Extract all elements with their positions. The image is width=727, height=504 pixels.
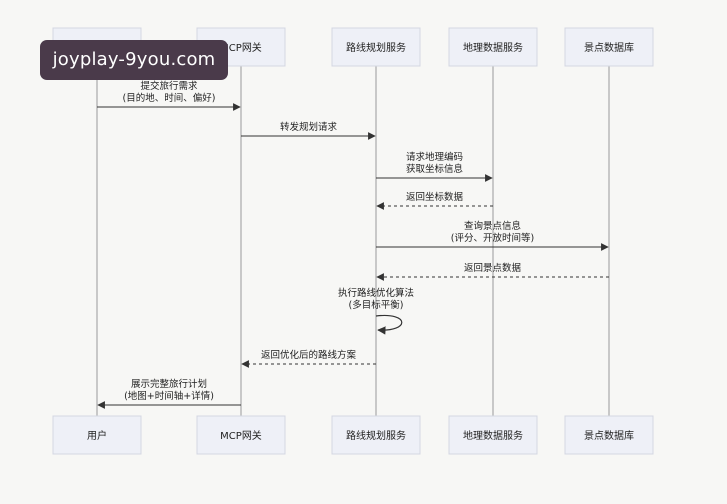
participant-box-top-poi <box>564 27 654 67</box>
participant-box-bottom-gateway <box>196 415 286 455</box>
participant-label-top-geo: 地理数据服务 <box>463 41 523 54</box>
message-label: 查询景点信息 <box>464 220 521 232</box>
message-label: (多目标平衡) <box>349 299 404 311</box>
message-label: 展示完整旅行计划 <box>131 378 207 390</box>
participant-box-top-planner <box>331 27 421 67</box>
participant-label-bottom-planner: 路线规划服务 <box>346 429 406 442</box>
participant-box-bottom-poi <box>564 415 654 455</box>
participant-label-top-poi: 景点数据库 <box>584 41 634 54</box>
participant-label-top-planner: 路线规划服务 <box>346 41 406 54</box>
message-label: 返回坐标数据 <box>406 191 464 203</box>
message-label: 执行路线优化算法 <box>338 287 414 299</box>
message-label: 返回优化后的路线方案 <box>261 349 357 361</box>
participant-box-bottom-user <box>52 415 142 455</box>
participant-label-bottom-poi: 景点数据库 <box>584 429 634 442</box>
message-label: 转发规划请求 <box>280 121 338 133</box>
message-label: (地图+时间轴+详情) <box>124 390 214 402</box>
participant-label-bottom-gateway: MCP网关 <box>220 429 262 442</box>
watermark: joyplay-9you.com <box>40 40 228 80</box>
participant-label-bottom-geo: 地理数据服务 <box>463 429 523 442</box>
participant-box-top-geo <box>448 27 538 67</box>
participant-label-top-gateway: MCP网关 <box>220 41 262 54</box>
participant-box-bottom-planner <box>331 415 421 455</box>
participant-label-bottom-user: 用户 <box>87 429 107 442</box>
message-label: (评分、开放时间等) <box>451 232 534 244</box>
message-label: 请求地理编码 <box>406 151 463 163</box>
participant-box-bottom-geo <box>448 415 538 455</box>
message-label: 提交旅行需求 <box>140 80 198 92</box>
message-label: 返回景点数据 <box>464 262 522 274</box>
message-label: (目的地、时间、偏好) <box>123 92 216 104</box>
message-arrow-self <box>375 314 403 335</box>
message-label: 获取坐标信息 <box>406 163 463 175</box>
